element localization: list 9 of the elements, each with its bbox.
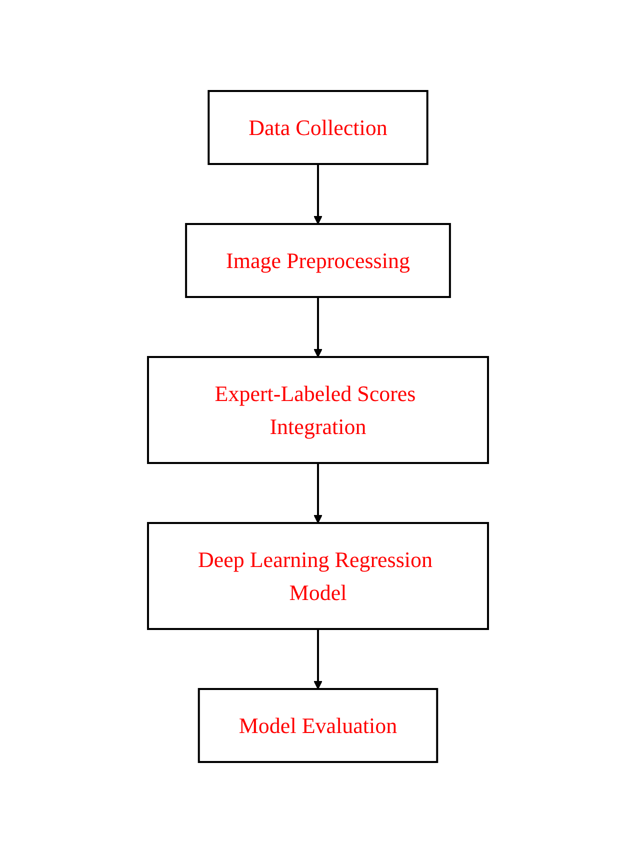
node-box: Model Evaluation — [198, 688, 438, 763]
arrow — [314, 629, 322, 690]
arrow — [314, 164, 322, 224]
node-box: Expert-Labeled Scores Integration — [147, 356, 489, 464]
node-box: Image Preprocessing — [185, 223, 451, 298]
arrow — [314, 463, 322, 524]
node-box: Data Collection — [208, 90, 428, 165]
arrow — [314, 297, 322, 358]
node-box: Deep Learning Regression Model — [147, 522, 489, 630]
